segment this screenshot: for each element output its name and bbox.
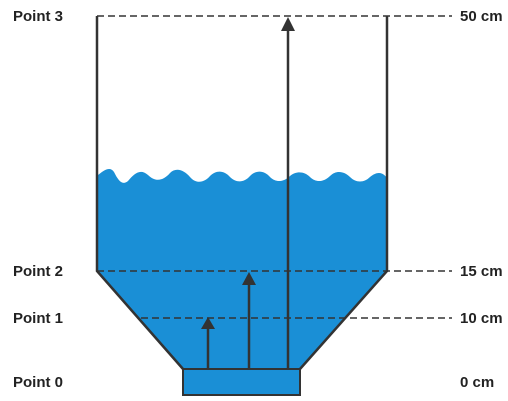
height-label-50cm: 50 cm [460,8,503,25]
height-label-10cm: 10 cm [460,310,503,327]
arrow-head-point-2 [242,272,256,285]
point-0-label: Point 0 [13,374,63,391]
outlet-base [182,368,301,396]
point-3-label: Point 3 [13,8,63,25]
height-label-15cm: 15 cm [460,263,503,280]
point-1-label: Point 1 [13,310,63,327]
arrow-head-point-1 [201,317,215,329]
height-label-0cm: 0 cm [460,374,494,391]
point-2-label: Point 2 [13,263,63,280]
liquid-fill [97,169,387,369]
arrow-head-point-3 [281,17,295,31]
